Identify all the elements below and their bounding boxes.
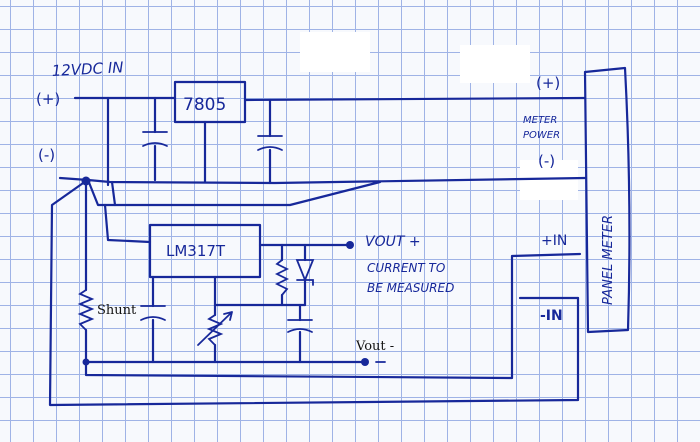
vout-minus-terminal (361, 358, 369, 366)
regulator-7805 (173, 80, 247, 124)
vout-minus-label: Vout - (355, 339, 394, 354)
rail-crossover (86, 178, 117, 207)
fixed-resistor (274, 259, 290, 296)
positive-rail (73, 96, 587, 102)
adjust-capacitor (287, 319, 313, 333)
regulator-7805-label: 7805 (183, 95, 226, 115)
lm317-capacitor (140, 305, 166, 321)
regulator-lm317 (148, 223, 262, 279)
current-label-2: BE MEASURED (367, 281, 454, 295)
minus-in-label: -IN (540, 308, 563, 324)
plus-in-label: +IN (541, 233, 567, 249)
negative-rail (58, 176, 587, 185)
meter-negative-label: (-) (538, 152, 555, 170)
shunt-resistor (77, 289, 95, 331)
ground-node-dot (82, 358, 90, 366)
ground-bus-lower (84, 252, 582, 380)
outer-return-loop (48, 179, 580, 407)
panel-meter-label: PANEL METER (601, 215, 616, 305)
zener-diode (295, 259, 315, 286)
lm317-input-lead (103, 203, 152, 244)
panel-meter-box (583, 66, 631, 334)
vout-plus-label: VOUT + (365, 234, 421, 250)
positive-input-label: (+) (36, 90, 60, 108)
input-label: 12VDC IN (51, 58, 124, 80)
erased-patch (300, 32, 370, 72)
erased-patch (520, 160, 578, 200)
diagonal-link (113, 180, 382, 207)
pot-wiper-arrow (197, 311, 233, 346)
potentiometer (206, 314, 224, 346)
output-capacitor (257, 135, 283, 151)
current-label-1: CURRENT TO (367, 261, 445, 275)
regulator-lm317-label: LM317T (166, 242, 226, 260)
adjust-node-line (213, 275, 307, 307)
vout-plus-terminal (346, 241, 354, 249)
input-capacitor (142, 131, 168, 147)
resistor-branch (280, 243, 307, 307)
erased-patch (460, 45, 530, 83)
meter-power-label-2: POWER (523, 130, 560, 141)
meter-power-label-1: METER (523, 115, 557, 126)
negative-input-label: (-) (38, 146, 55, 164)
shunt-label: Shunt (97, 303, 137, 318)
meter-positive-label: (+) (536, 74, 560, 92)
